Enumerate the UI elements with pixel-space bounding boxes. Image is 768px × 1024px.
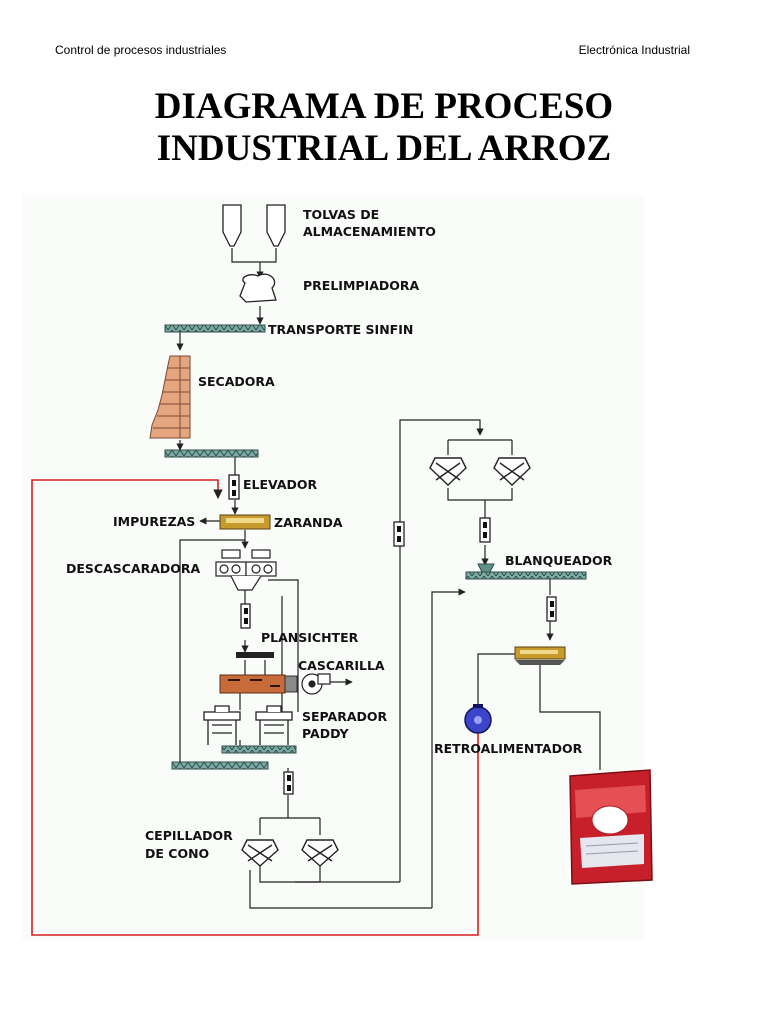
- storage-hoppers: [222, 204, 286, 247]
- feedback-pump: [464, 704, 492, 734]
- title-line-1: DIAGRAMA DE PROCESO: [154, 86, 614, 127]
- label-secadora: SECADORA: [198, 374, 275, 389]
- rice-bag-image: [569, 769, 653, 885]
- plansichter-bar: [236, 652, 274, 658]
- label-tolvas-2: ALMACENAMIENTO: [303, 224, 436, 239]
- top-cones: [429, 457, 531, 486]
- label-retroalimentador: RETROALIMENTADOR: [434, 741, 583, 756]
- screw-conveyor-1: [164, 324, 266, 333]
- label-cascarilla: CASCARILLA: [298, 658, 385, 673]
- screw-conveyor-2: [164, 449, 259, 458]
- label-cepillador-2: DE CONO: [145, 846, 209, 861]
- feedback-line: [31, 479, 479, 936]
- label-prelimpiadora: PRELIMPIADORA: [303, 278, 419, 293]
- elevators: [228, 474, 557, 795]
- title-line-2: INDUSTRIAL DEL ARROZ: [156, 128, 612, 169]
- cone-polishers: [241, 839, 339, 867]
- plansichter-machine: [219, 674, 298, 694]
- label-separador-2: PADDY: [302, 726, 350, 741]
- header-subject: Electrónica Industrial: [578, 43, 690, 57]
- return-conveyor: [171, 761, 269, 770]
- paddy-separators: [203, 705, 293, 745]
- label-blanqueador: BLANQUEADOR: [505, 553, 613, 568]
- pre-cleaner: [239, 273, 277, 303]
- header-course: Control de procesos industriales: [55, 43, 227, 57]
- label-separador-1: SEPARADOR: [302, 709, 388, 724]
- label-tolvas-1: TOLVAS DE: [303, 207, 379, 222]
- label-zaranda: ZARANDA: [274, 515, 343, 530]
- label-descascaradora: DESCASCARADORA: [66, 561, 201, 576]
- paddy-conveyor: [221, 745, 297, 754]
- page-title: DIAGRAMA DE PROCESO INDUSTRIAL DEL ARROZ: [0, 86, 768, 170]
- label-impurezas: IMPUREZAS: [113, 514, 195, 529]
- flow-lines: [176, 248, 601, 909]
- label-transporte: TRANSPORTE SINFIN: [268, 322, 413, 337]
- elevator-marks: [232, 480, 554, 791]
- huller: [215, 549, 277, 591]
- diagram-background: [22, 195, 644, 940]
- screen-zaranda: [219, 514, 271, 530]
- label-plansichter: PLANSICHTER: [261, 630, 359, 645]
- whitener: [477, 563, 495, 573]
- husk-blower: [301, 673, 331, 695]
- label-cepillador-1: CEPILLADOR: [145, 828, 233, 843]
- whitener-conveyor: [465, 571, 587, 580]
- label-elevador: ELEVADOR: [243, 477, 318, 492]
- final-sorter: [514, 646, 566, 665]
- dryer: [149, 355, 191, 439]
